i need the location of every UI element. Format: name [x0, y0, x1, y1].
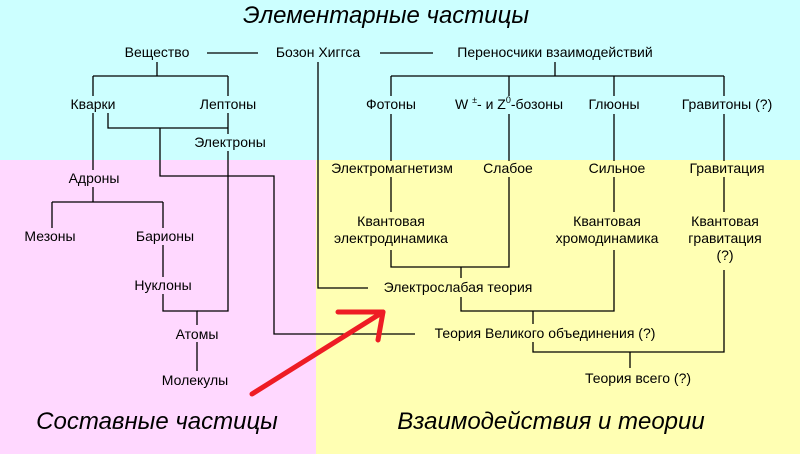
qed-line-2: электродинамика: [334, 230, 448, 246]
node-hadrons: Адроны: [68, 170, 120, 186]
node-gravitons: Гравитоны (?): [681, 96, 773, 112]
section-title-elementary: Элементарные частицы: [242, 2, 530, 29]
node-weak: Слабое: [483, 160, 533, 176]
node-photons: Фотоны: [366, 96, 416, 112]
node-gravitation: Гравитация: [689, 160, 765, 176]
node-gluons: Глюоны: [588, 96, 640, 112]
node-leptons: Лептоны: [199, 96, 257, 112]
qg-line-1: Квантовая: [691, 213, 759, 229]
line-quarks-gut: [107, 113, 415, 335]
node-electromagnetism: Электромагнетизм: [331, 160, 453, 176]
line-gut-toe: [532, 270, 725, 353]
node-interaction-carriers: Переносчики взаимодействий: [457, 44, 653, 60]
line-higgs-electroweak: [317, 62, 368, 289]
arrow-head: [335, 309, 386, 343]
qg-line-3: (?): [716, 247, 734, 263]
node-quantum-gravity: Квантовая гравитация (?): [688, 213, 761, 264]
node-wz-bosons: W ±- и Z0-бозоны: [454, 95, 564, 113]
node-strong: Сильное: [588, 160, 646, 176]
interactions-region: [316, 160, 800, 454]
node-electrons: Электроны: [191, 134, 269, 151]
node-electroweak-theory: Электрослабая теория: [383, 279, 533, 295]
node-molecules: Молекулы: [161, 372, 229, 388]
line-qcd-electroweak: [460, 250, 615, 312]
node-qcd: Квантовая хромодинамика: [556, 213, 659, 247]
line-nucleons-atoms: [162, 294, 198, 325]
composite-particles-region: [0, 160, 316, 454]
node-theory-of-everything: Теория всего (?): [584, 370, 692, 386]
line-leptons-atoms: [197, 113, 229, 312]
node-mesons: Мезоны: [24, 228, 76, 244]
node-nucleons: Нуклоны: [134, 277, 192, 293]
elementary-particles-region: [0, 0, 800, 160]
node-matter: Вещество: [124, 44, 190, 60]
node-baryons: Барионы: [135, 228, 195, 244]
node-quarks: Кварки: [70, 96, 116, 112]
qg-line-2: гравитация: [688, 230, 762, 246]
qed-line-1: Квантовая: [357, 213, 425, 229]
line-carriers-branch: [390, 62, 725, 96]
red-arrow-icon: [249, 309, 386, 397]
node-atoms: Атомы: [175, 326, 219, 342]
section-title-interactions: Взаимодействия и теории: [397, 408, 705, 435]
node-higgs-boson: Бозон Хиггса: [275, 44, 361, 60]
arrow-shaft: [249, 309, 386, 397]
line-hadrons-branch: [51, 187, 164, 228]
line-qed-weak-join: [390, 177, 510, 268]
qcd-line-2: хромодинамика: [555, 230, 659, 246]
section-title-composite: Составные частицы: [36, 408, 278, 435]
node-grand-unified-theory: Теория Великого объединения (?): [434, 325, 656, 341]
node-qed: Квантовая электродинамика: [334, 213, 448, 247]
connector-lines: [51, 52, 725, 371]
qcd-line-1: Квантовая: [573, 213, 641, 229]
line-matter-branch: [92, 62, 229, 96]
